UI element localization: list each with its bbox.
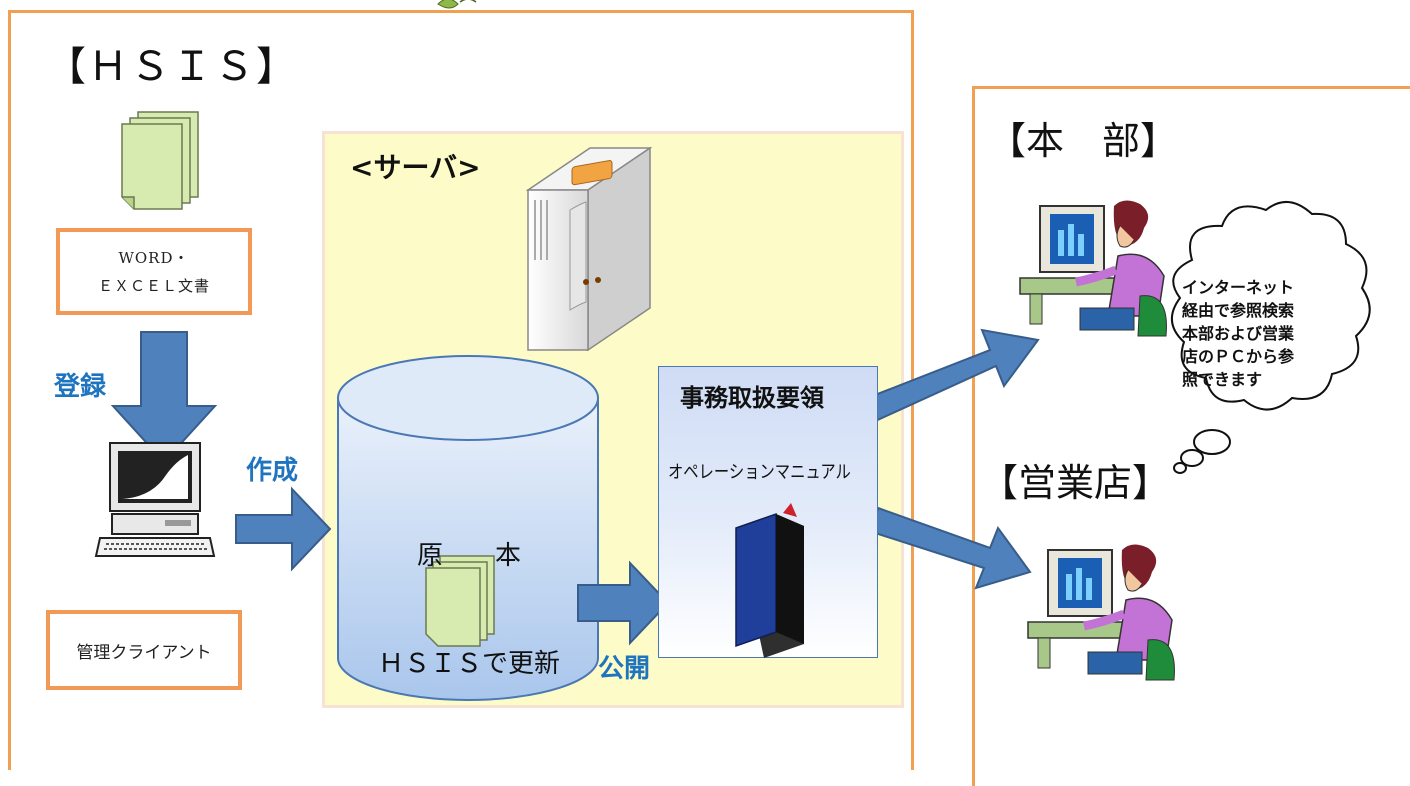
word-box-line2: ＥＸＣＥＬ文書	[97, 276, 210, 295]
leaf-decoration-icon	[437, 0, 477, 9]
database-line1: 原 本	[416, 541, 521, 571]
manual-title: 事務取扱要領	[680, 384, 824, 412]
database-icon	[337, 355, 599, 701]
hsis-title: 【ＨＳＩＳ】	[46, 44, 298, 90]
hq-arrow-icon	[850, 328, 1040, 430]
database-documents-icon	[425, 555, 495, 647]
documents-stack-icon	[121, 111, 199, 210]
word-excel-box: WORD・ ＥＸＣＥＬ文書	[56, 228, 252, 315]
database-line2: ＨＳＩＳで更新	[377, 649, 560, 679]
database-text: 原 本 ＨＳＩＳで更新	[340, 466, 598, 718]
server-icon	[525, 146, 653, 352]
create-arrow-icon	[235, 486, 332, 572]
hq-user-at-pc-icon	[1019, 200, 1167, 337]
cloud-line4: 店のＰＣから参	[1182, 347, 1295, 366]
cloud-line3: 本部および営業	[1182, 324, 1295, 343]
manual-book-layer	[735, 503, 804, 658]
diagram-graphics	[94, 0, 1371, 701]
cloud-text: インターネット 経由で参照検索 本部および営業 店のＰＣから参 照できます	[1182, 276, 1322, 391]
word-box-line1: WORD・	[118, 248, 190, 267]
branch-title: 【営業店】	[980, 461, 1171, 505]
create-label: 作成	[246, 456, 299, 486]
cloud-line1: インターネット	[1182, 278, 1295, 297]
thought-cloud-icon	[1171, 201, 1371, 474]
register-label: 登録	[54, 372, 107, 402]
publish-label: 公開	[598, 654, 651, 684]
branch-arrow-icon	[870, 506, 1032, 590]
publish-arrow-icon	[577, 560, 670, 646]
computer-icon	[94, 442, 216, 557]
headquarters-panel	[972, 86, 1410, 786]
admin-client-label: 管理クライアント	[76, 642, 212, 663]
cloud-line2: 経由で参照検索	[1182, 301, 1295, 320]
manual-book-icon	[735, 503, 804, 658]
server-label: <サーバ>	[350, 151, 481, 184]
register-arrow-icon	[110, 331, 218, 464]
cloud-line5: 照できます	[1182, 370, 1263, 389]
admin-client-box: 管理クライアント	[46, 610, 242, 690]
manual-subtitle: オペレーションマニュアル	[668, 462, 851, 483]
headquarters-title: 【本 部】	[988, 119, 1179, 163]
branch-user-at-pc-icon	[1027, 544, 1175, 681]
